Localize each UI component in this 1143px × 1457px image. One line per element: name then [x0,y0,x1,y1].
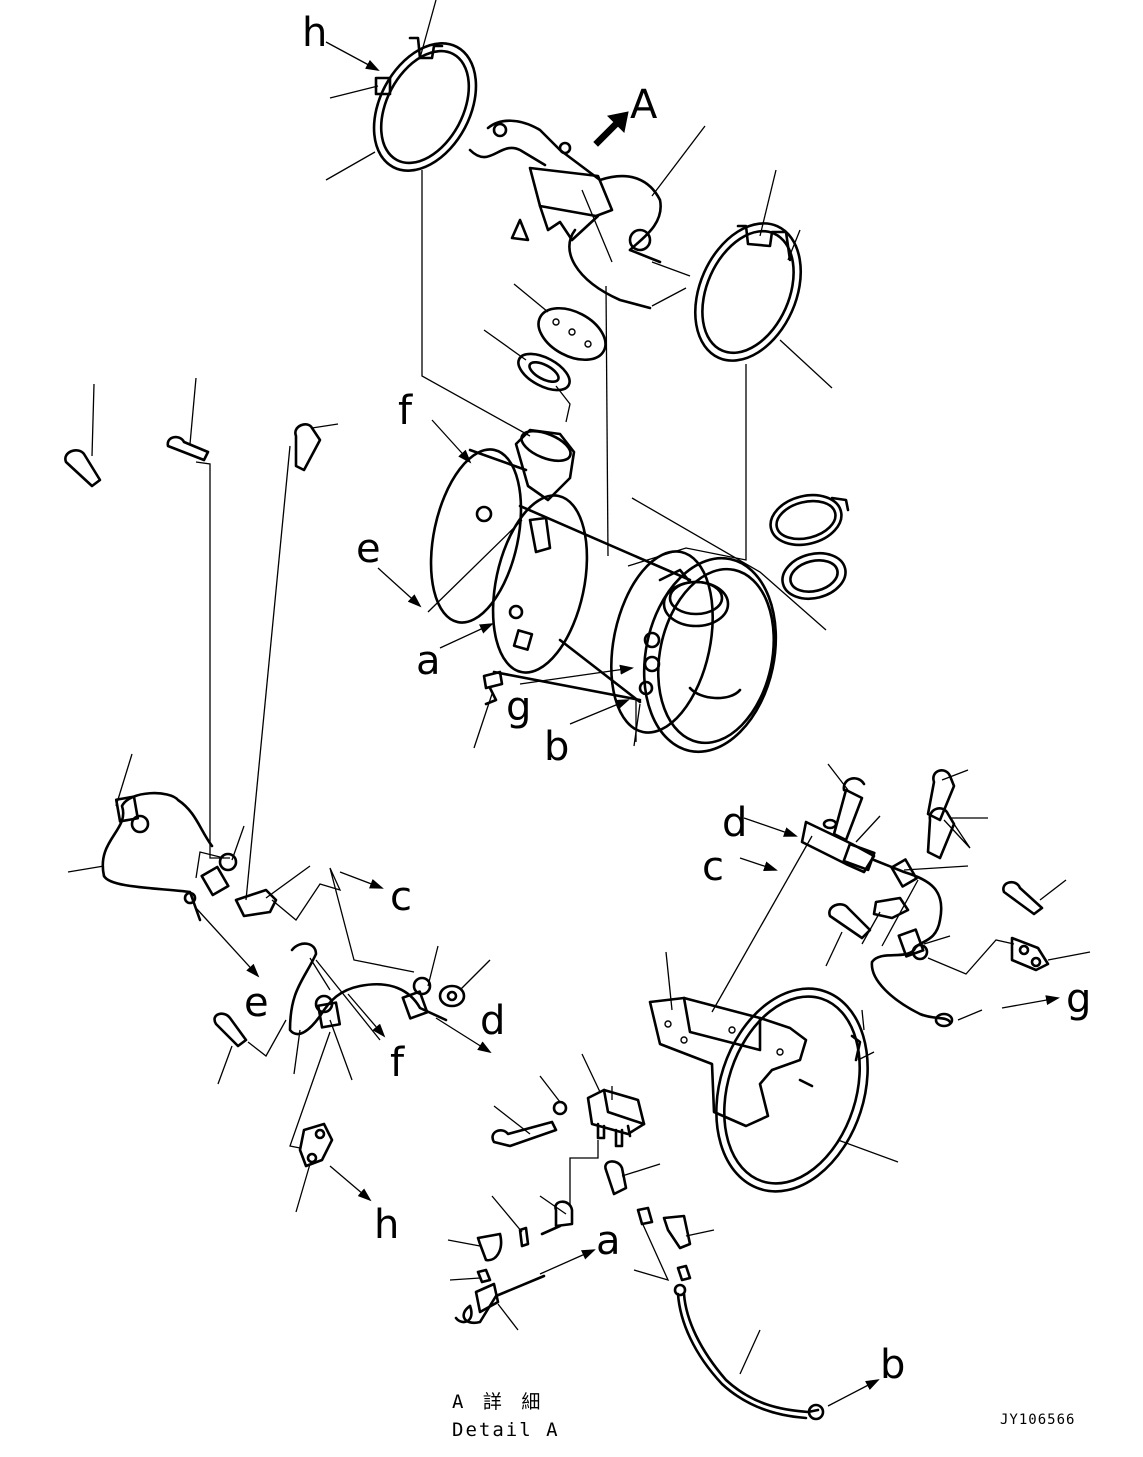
pressure-tube-a [454,1274,546,1325]
sensor-gasket-plate [537,306,607,362]
differential-pressure-sensor [491,1088,646,1148]
callout-g-body: g [506,684,531,730]
callout-f-body: f [398,388,413,434]
callout-e-body: e [356,526,381,572]
detail-view-label: A [630,82,658,128]
document-id: JY106566 [1000,1412,1075,1428]
upper-right-clamp-band [693,222,803,362]
port-plug-bolt [482,670,504,706]
aftertreatment-muffler-body [429,428,778,754]
callout-c-left: c [390,874,412,920]
callout-a-bottom: a [596,1218,621,1264]
sensor-bracket-assembly [468,119,662,310]
callout-f-left: f [390,1040,405,1086]
detail-caption-english: Detail A [452,1419,560,1441]
callout-e-left: e [244,980,269,1026]
pressure-tube-b [673,1283,825,1421]
callout-g-right: g [1066,976,1091,1022]
lower-left-sensor-harness [213,942,466,1168]
callout-d-left: d [480,998,505,1044]
callout-b-bottom: b [880,1342,905,1388]
callout-a-body: a [416,638,441,684]
callout-b-body: b [544,724,569,770]
outlet-gasket-ring [781,551,847,601]
upper-left-clamp-band [372,36,478,172]
sensor-mount-bracket-with-clamp [648,987,869,1193]
detail-view-arrow [593,111,629,147]
detail-caption-japanese: A 詳 細 [452,1391,544,1413]
left-sensor-harness [64,423,322,922]
callout-h-left: h [374,1202,399,1248]
flange-gasket-ring [517,352,571,392]
callout-h-top: h [302,10,327,56]
callout-c-right: c [702,844,724,890]
outlet-v-clamp [769,493,850,547]
callout-d-right: d [722,800,747,846]
right-sensor-harness [800,769,1050,1028]
elbow-fittings [476,1160,692,1284]
